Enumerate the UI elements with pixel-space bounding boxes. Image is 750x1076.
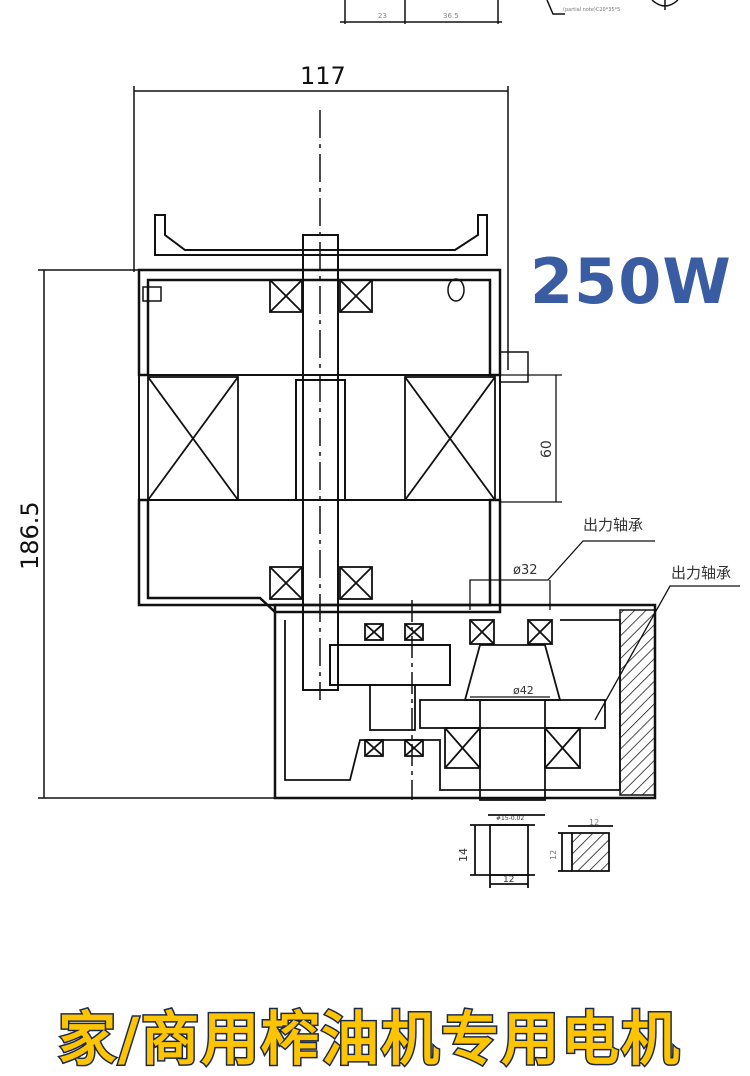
stator-dim-label: 60 [539,440,555,458]
motor-technical-drawing: 23 36.5 (partial note)C20*35*5 117 186.5 [16,0,740,888]
stator-dimension [500,374,562,503]
dia-32-label: ø32 [513,563,538,578]
key-section [558,825,613,872]
width-dimension [133,86,509,370]
motor-housing [137,268,529,614]
bottom-title: 家/商用榨油机专用电机 [56,1004,682,1075]
output-shaft [470,814,545,888]
gearbox [273,603,657,801]
dim-36-5: 36.5 [443,12,459,20]
top-bracket [154,214,488,256]
key-width-dim: 12 [589,818,599,827]
top-partial-drawing [340,0,679,24]
height-dimension [38,269,280,799]
dia-42-label: ø42 [513,684,534,697]
shaft-tolerance: #15-0.02 [496,815,524,822]
height-dim-label: 186.5 [16,501,44,570]
stator-winding-left [147,376,239,501]
width-dim-label: 117 [300,62,346,90]
output-bearing-label-1: 出力轴承 [583,516,643,534]
leader-lines [469,540,740,721]
bearings [269,279,581,769]
stator-winding-right [404,376,496,501]
motor-shaft [295,234,451,691]
key-height-dim: 12 [549,850,558,860]
shaft-length-dim: 14 [457,848,470,862]
power-rating: 250W [530,245,732,318]
shaft-dia-dim: 12 [503,875,514,885]
top-note: (partial note)C20*35*5 [563,7,620,13]
dim-23: 23 [378,12,387,20]
output-bearing-label-2: 出力轴承 [671,564,731,582]
